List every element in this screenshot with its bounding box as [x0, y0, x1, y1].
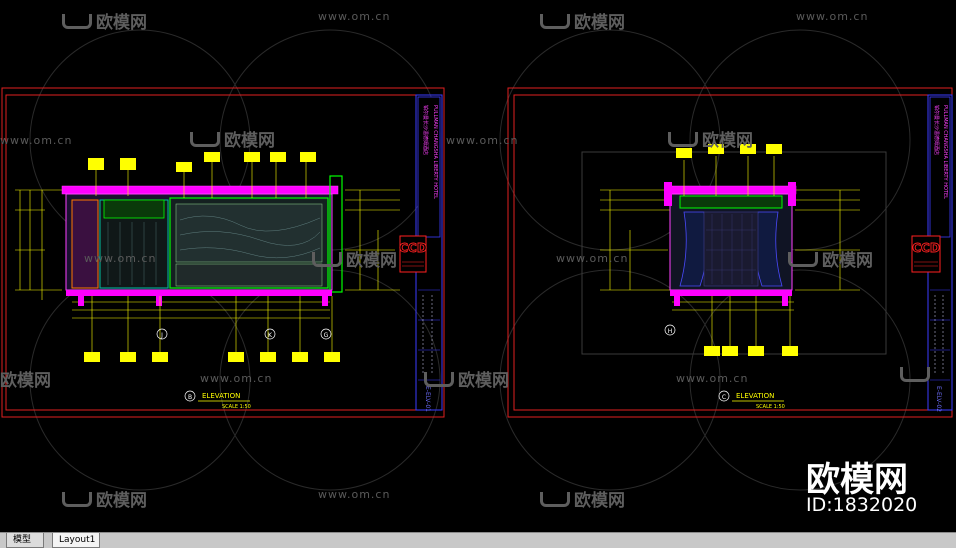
sheet-left-hotel-cn: 铂尔曼长沙温德姆酒店	[422, 105, 429, 155]
tab-layout1[interactable]: Layout1	[52, 533, 100, 548]
watermark-site: www.om.cn	[796, 10, 869, 23]
sheet-left-title-block: 铂尔曼长沙温德姆酒店 PULLMAN CHANGSHA LIBERTY HOTE…	[399, 94, 443, 412]
watermark-id: ID:1832020	[806, 494, 918, 516]
watermark-site: www.om.cn	[318, 10, 391, 23]
sofa-icon	[312, 252, 342, 267]
svg-text:J: J	[160, 332, 163, 339]
watermark-logo: 欧模网	[668, 126, 753, 151]
watermark-logo: 欧模网	[62, 486, 147, 511]
watermark-logo	[900, 366, 934, 386]
svg-text:K: K	[268, 332, 273, 339]
sheet-left[interactable]: 铂尔曼长沙温德姆酒店 PULLMAN CHANGSHA LIBERTY HOTE…	[1, 87, 445, 418]
layout-tab-bar: 模型 Layout1	[0, 532, 956, 548]
watermark-brand: 欧模网	[806, 460, 908, 500]
sheet-left-elevation-title: B ELEVATION SCALE 1:50	[184, 390, 251, 410]
sheet-left-elevation-tag: B	[188, 394, 192, 401]
watermark-site: www.om.cn	[676, 372, 749, 385]
sheet-right-grid-marker-h: H	[664, 324, 676, 336]
sheet-right-elevation-title: C ELEVATION SCALE 1:50	[718, 390, 785, 410]
sheet-left-elevation-label: ELEVATION	[202, 392, 240, 400]
svg-text:H: H	[668, 328, 673, 335]
sofa-icon	[788, 252, 818, 267]
sheet-right-scale: SCALE 1:50	[756, 404, 785, 410]
sofa-icon	[900, 367, 930, 382]
svg-text:G: G	[324, 332, 329, 339]
watermark-site: www.om.cn	[200, 372, 273, 385]
cad-drawing-canvas[interactable]: 铂尔曼长沙温德姆酒店 PULLMAN CHANGSHA LIBERTY HOTE…	[0, 0, 956, 532]
sofa-icon	[62, 14, 92, 29]
watermark-logo: 欧模网	[190, 126, 275, 151]
sheet-right-drawing-no: E-ELV-02	[935, 386, 942, 412]
sheet-left-outer-border	[1, 87, 445, 418]
sheet-right-elevation-tag: C	[722, 394, 726, 401]
sheet-right-hotel-cn: 铂尔曼长沙温德姆酒店	[933, 105, 940, 155]
sheet-right-hotel-en: PULLMAN CHANGSHA LIBERTY HOTEL	[942, 105, 948, 199]
watermark-logo: 欧模网	[312, 246, 397, 271]
sheet-left-grid-marker-g: G	[320, 328, 332, 340]
watermark-site: www.om.cn	[556, 252, 629, 265]
sofa-icon	[424, 372, 454, 387]
sofa-icon	[668, 132, 698, 147]
watermark-site: www.om.cn	[318, 488, 391, 501]
watermark-logo: 欧模网	[0, 371, 51, 391]
sofa-icon	[190, 132, 220, 147]
watermark-site: www.om.cn	[0, 134, 73, 147]
watermark-logo: 欧模网	[540, 8, 625, 33]
sofa-icon	[540, 14, 570, 29]
watermark-logo: 欧模网	[62, 8, 147, 33]
sheet-left-hotel-en: PULLMAN CHANGSHA LIBERTY HOTEL	[432, 105, 438, 199]
sheet-right-logo: CCD	[912, 241, 940, 255]
watermark-site: www.om.cn	[84, 252, 157, 265]
sheet-left-logo: CCD	[399, 241, 427, 255]
tab-model[interactable]: 模型	[6, 533, 44, 548]
watermark-logo: 欧模网	[424, 366, 509, 391]
sheet-left-grid-marker-j: J	[156, 328, 168, 340]
watermark-site: www.om.cn	[446, 134, 519, 147]
sofa-icon	[62, 492, 92, 507]
sheet-left-grid-marker-k: K	[264, 328, 276, 340]
sheet-right-elevation-drawing[interactable]: H	[600, 144, 860, 356]
watermark-logo: 欧模网	[788, 246, 873, 271]
sheet-right-elevation-label: ELEVATION	[736, 392, 774, 400]
sheet-left-elevation-drawing[interactable]: J K G	[15, 152, 400, 362]
sheet-left-scale: SCALE 1:50	[222, 404, 251, 410]
sheet-left-drawing-no: E-ELV-01	[424, 386, 431, 412]
sofa-icon	[540, 492, 570, 507]
watermark-logo: 欧模网	[540, 486, 625, 511]
sheet-right[interactable]: 铂尔曼长沙温德姆酒店 PULLMAN CHANGSHA LIBERTY HOTE…	[507, 87, 953, 418]
sheet-right-title-block: 铂尔曼长沙温德姆酒店 PULLMAN CHANGSHA LIBERTY HOTE…	[911, 94, 953, 412]
